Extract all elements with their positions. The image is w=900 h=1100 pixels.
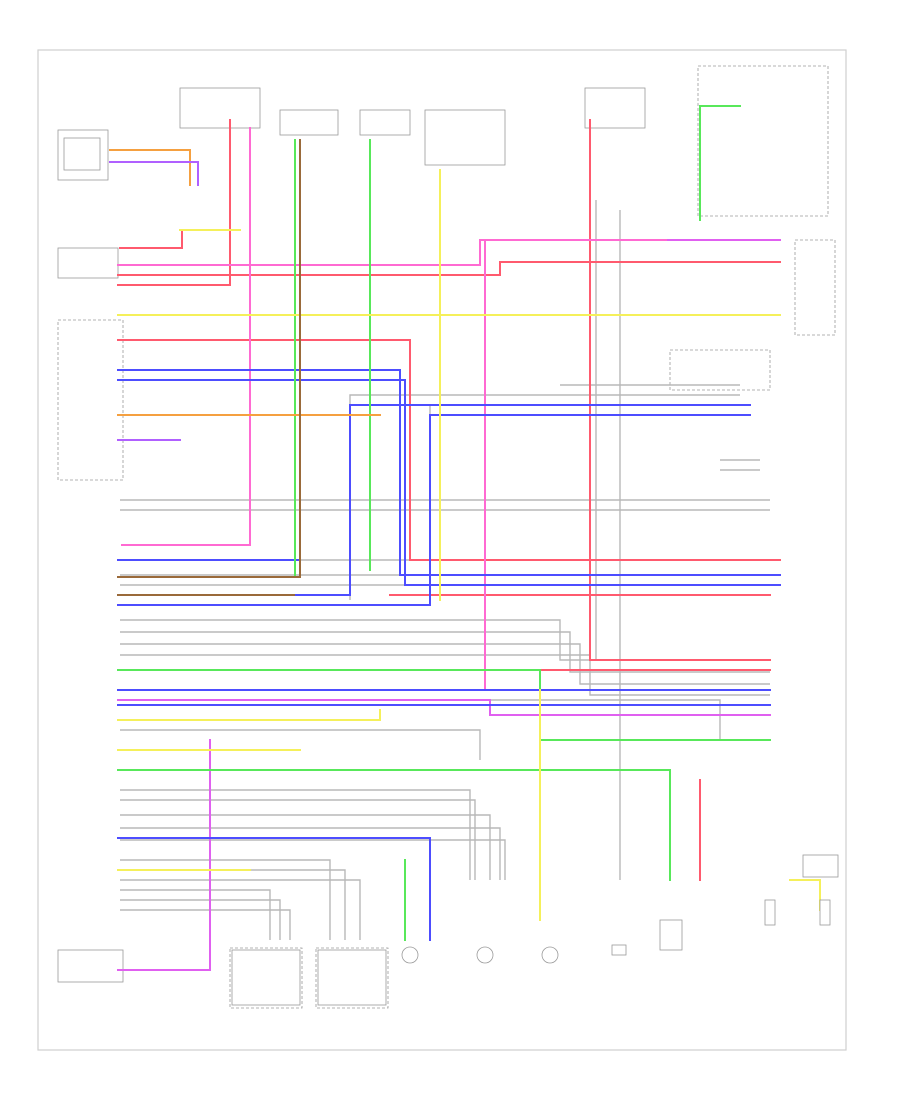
instrument-cluster-display <box>63 137 101 171</box>
wire-blue-2 <box>117 379 781 586</box>
component-boxes <box>57 65 839 1009</box>
left-rear-sensor-symbol <box>401 946 419 964</box>
right-relay-outline <box>669 349 771 391</box>
wire-violet-1 <box>109 161 199 186</box>
wire-yellow-8 <box>789 879 821 911</box>
center-fuse-box <box>424 109 506 166</box>
right-module-outline <box>697 65 829 217</box>
transfer-module-symbol <box>611 944 627 956</box>
bottom-sensors <box>401 899 831 964</box>
ground-point-a-symbol <box>764 899 776 926</box>
right-connector-outline <box>794 239 836 336</box>
upper-right-fuse-box <box>584 87 646 129</box>
right-door-module-box <box>317 949 387 1006</box>
wire-blue-8 <box>117 837 431 941</box>
left-sensor-box <box>57 247 119 279</box>
wire-orange-2 <box>109 149 191 186</box>
left-door-module-box <box>231 949 301 1006</box>
wire-magenta-2 <box>117 699 771 716</box>
wire-pink-2 <box>121 127 251 546</box>
central-sensor-symbol <box>541 946 559 964</box>
switch-symbol <box>659 919 683 951</box>
wire-blue-1 <box>117 369 781 576</box>
upper-left-fuse-box <box>179 87 261 129</box>
wire-red-3 <box>117 339 781 561</box>
wire-red-4 <box>589 119 771 661</box>
wire-blue-4 <box>117 414 751 606</box>
right-small-module-box <box>802 854 839 878</box>
wire-green-3 <box>699 105 741 221</box>
wire-yellow-2 <box>117 709 381 721</box>
transfer-module-box <box>57 949 124 983</box>
ground-point-b-symbol <box>819 899 831 926</box>
wire-brown-1 <box>117 139 301 578</box>
wire-red-2 <box>117 261 781 276</box>
sensor-module-box <box>359 109 411 136</box>
steering-module-box <box>279 109 339 136</box>
colored-wires <box>109 105 821 971</box>
seat-switch-outline <box>57 319 124 481</box>
wire-green-4 <box>117 769 671 881</box>
right-door-module-outline <box>315 947 389 1009</box>
wire-red-8 <box>119 231 183 249</box>
wire-magenta-1 <box>117 739 211 971</box>
diagram-frame <box>37 49 847 1051</box>
wire-red-1 <box>117 119 231 286</box>
gray-harness <box>120 200 770 940</box>
left-door-module-outline <box>229 947 303 1009</box>
right-rear-sensor-symbol <box>476 946 494 964</box>
